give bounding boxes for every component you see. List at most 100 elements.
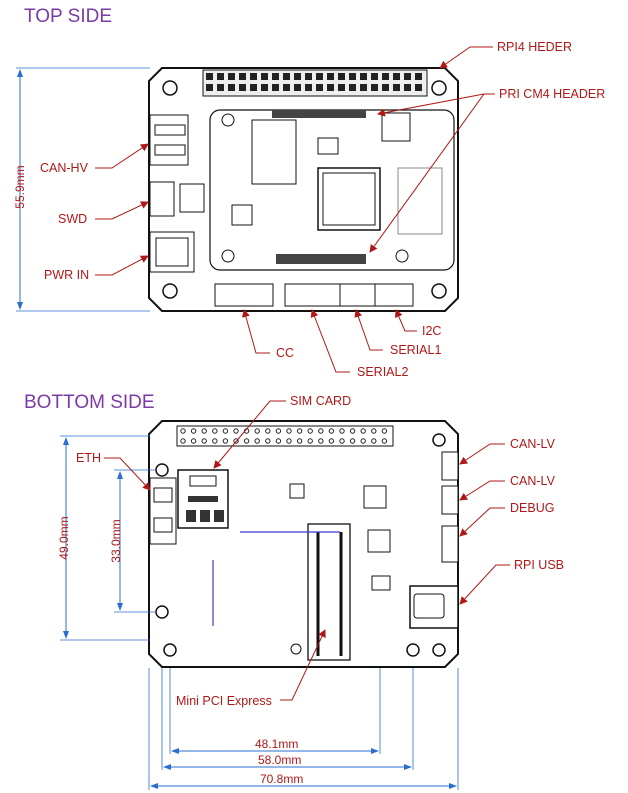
cm4-header-leader-2	[369, 93, 495, 253]
top-side-title: TOP SIDE	[24, 6, 112, 27]
can-lv-1-leader	[459, 443, 505, 465]
header-pin	[381, 428, 388, 434]
cc-leader	[242, 309, 270, 354]
bottom-width-inner-label: 48.1mm	[255, 737, 299, 751]
header-pin	[206, 73, 213, 80]
header-pin	[250, 84, 257, 91]
header-pin	[349, 84, 356, 91]
can-hv-leader	[95, 143, 149, 169]
header-pin	[286, 428, 292, 434]
header-pin	[222, 438, 229, 444]
i2c-leader	[395, 309, 417, 332]
header-pin	[371, 428, 377, 434]
serial2-leader	[310, 309, 350, 373]
header-pin	[201, 428, 207, 434]
header-pin	[201, 438, 207, 444]
header-pin	[180, 438, 186, 444]
header-pin	[371, 438, 377, 444]
header-pin	[307, 428, 313, 434]
header-pin	[180, 428, 186, 434]
header-pin	[283, 73, 290, 80]
header-pin	[272, 84, 279, 91]
eth-leader	[104, 457, 151, 491]
bottom-height-outer-label: 49.0mm	[57, 516, 71, 560]
header-pin	[328, 428, 335, 434]
header-pin	[294, 73, 301, 80]
bottom-dimensions	[60, 435, 459, 790]
header-pin	[275, 438, 282, 444]
header-pin	[250, 73, 257, 80]
header-pin	[206, 84, 213, 91]
header-pin	[212, 428, 218, 434]
rpi4-header-leader	[439, 46, 493, 69]
debug-leader	[459, 507, 505, 537]
header-pin	[307, 438, 313, 444]
bottom-board	[148, 420, 459, 668]
cc-label: CC	[276, 346, 295, 360]
bottom-width-outer-label: 70.8mm	[260, 772, 304, 786]
header-pin	[283, 84, 290, 91]
header-pin	[415, 84, 422, 91]
can-lv-2-leader	[459, 480, 505, 501]
header-pin	[339, 428, 345, 434]
header-pin	[360, 438, 366, 444]
header-pin	[382, 84, 389, 91]
header-pin	[382, 73, 389, 80]
header-pin	[228, 73, 235, 80]
header-pin	[286, 438, 292, 444]
top-height-label: 55.9mm	[13, 165, 27, 209]
header-pin	[275, 428, 282, 434]
eth-label: ETH	[76, 451, 101, 465]
header-pin	[294, 84, 301, 91]
i2c-label: I2C	[422, 324, 442, 338]
rpi-usb-label: RPI USB	[514, 558, 565, 572]
header-pin	[265, 428, 271, 434]
header-pin	[316, 73, 323, 80]
header-pin	[305, 84, 312, 91]
bottom-width-mid-label: 58.0mm	[258, 753, 302, 767]
header-pin	[349, 428, 356, 434]
header-pin	[318, 428, 324, 434]
header-pin	[381, 438, 388, 444]
serial1-label: SERIAL1	[390, 343, 442, 357]
header-pin	[265, 438, 271, 444]
top-height-dimension	[16, 67, 150, 312]
header-pin	[360, 428, 366, 434]
serial1-leader	[354, 309, 383, 351]
header-pin	[393, 84, 400, 91]
header-pin	[328, 438, 335, 444]
header-pin	[404, 84, 411, 91]
header-pin	[239, 84, 246, 91]
header-pin	[296, 428, 303, 434]
header-pin	[371, 84, 378, 91]
header-pin	[415, 73, 422, 80]
header-pin	[305, 73, 312, 80]
header-pin	[212, 438, 218, 444]
header-pin	[190, 438, 197, 444]
header-pin	[404, 73, 411, 80]
header-pin	[327, 73, 334, 80]
rpi-usb-leader	[459, 564, 510, 605]
pwr-in-leader	[95, 255, 149, 276]
bottom-side-title: BOTTOM SIDE	[24, 392, 155, 413]
header-pin	[243, 438, 250, 444]
sim-card-label: SIM CARD	[290, 394, 352, 408]
can-hv-label: CAN-HV	[40, 161, 88, 175]
header-pin	[360, 84, 367, 91]
rpi4-header-label: RPI4 HEDER	[497, 40, 573, 54]
mini-pci-label: Mini PCI Express	[176, 694, 272, 708]
header-pin	[261, 73, 268, 80]
header-pin	[233, 438, 239, 444]
mini-pci-leader	[280, 629, 326, 701]
swd-leader	[95, 201, 149, 220]
header-pin	[338, 73, 345, 80]
header-pin	[254, 428, 260, 434]
header-pin	[254, 438, 260, 444]
header-pin	[261, 84, 268, 91]
can-lv-2-label: CAN-LV	[510, 474, 555, 488]
header-pin	[360, 73, 367, 80]
header-pin	[217, 84, 224, 91]
swd-label: SWD	[58, 212, 88, 226]
header-pin	[318, 438, 324, 444]
